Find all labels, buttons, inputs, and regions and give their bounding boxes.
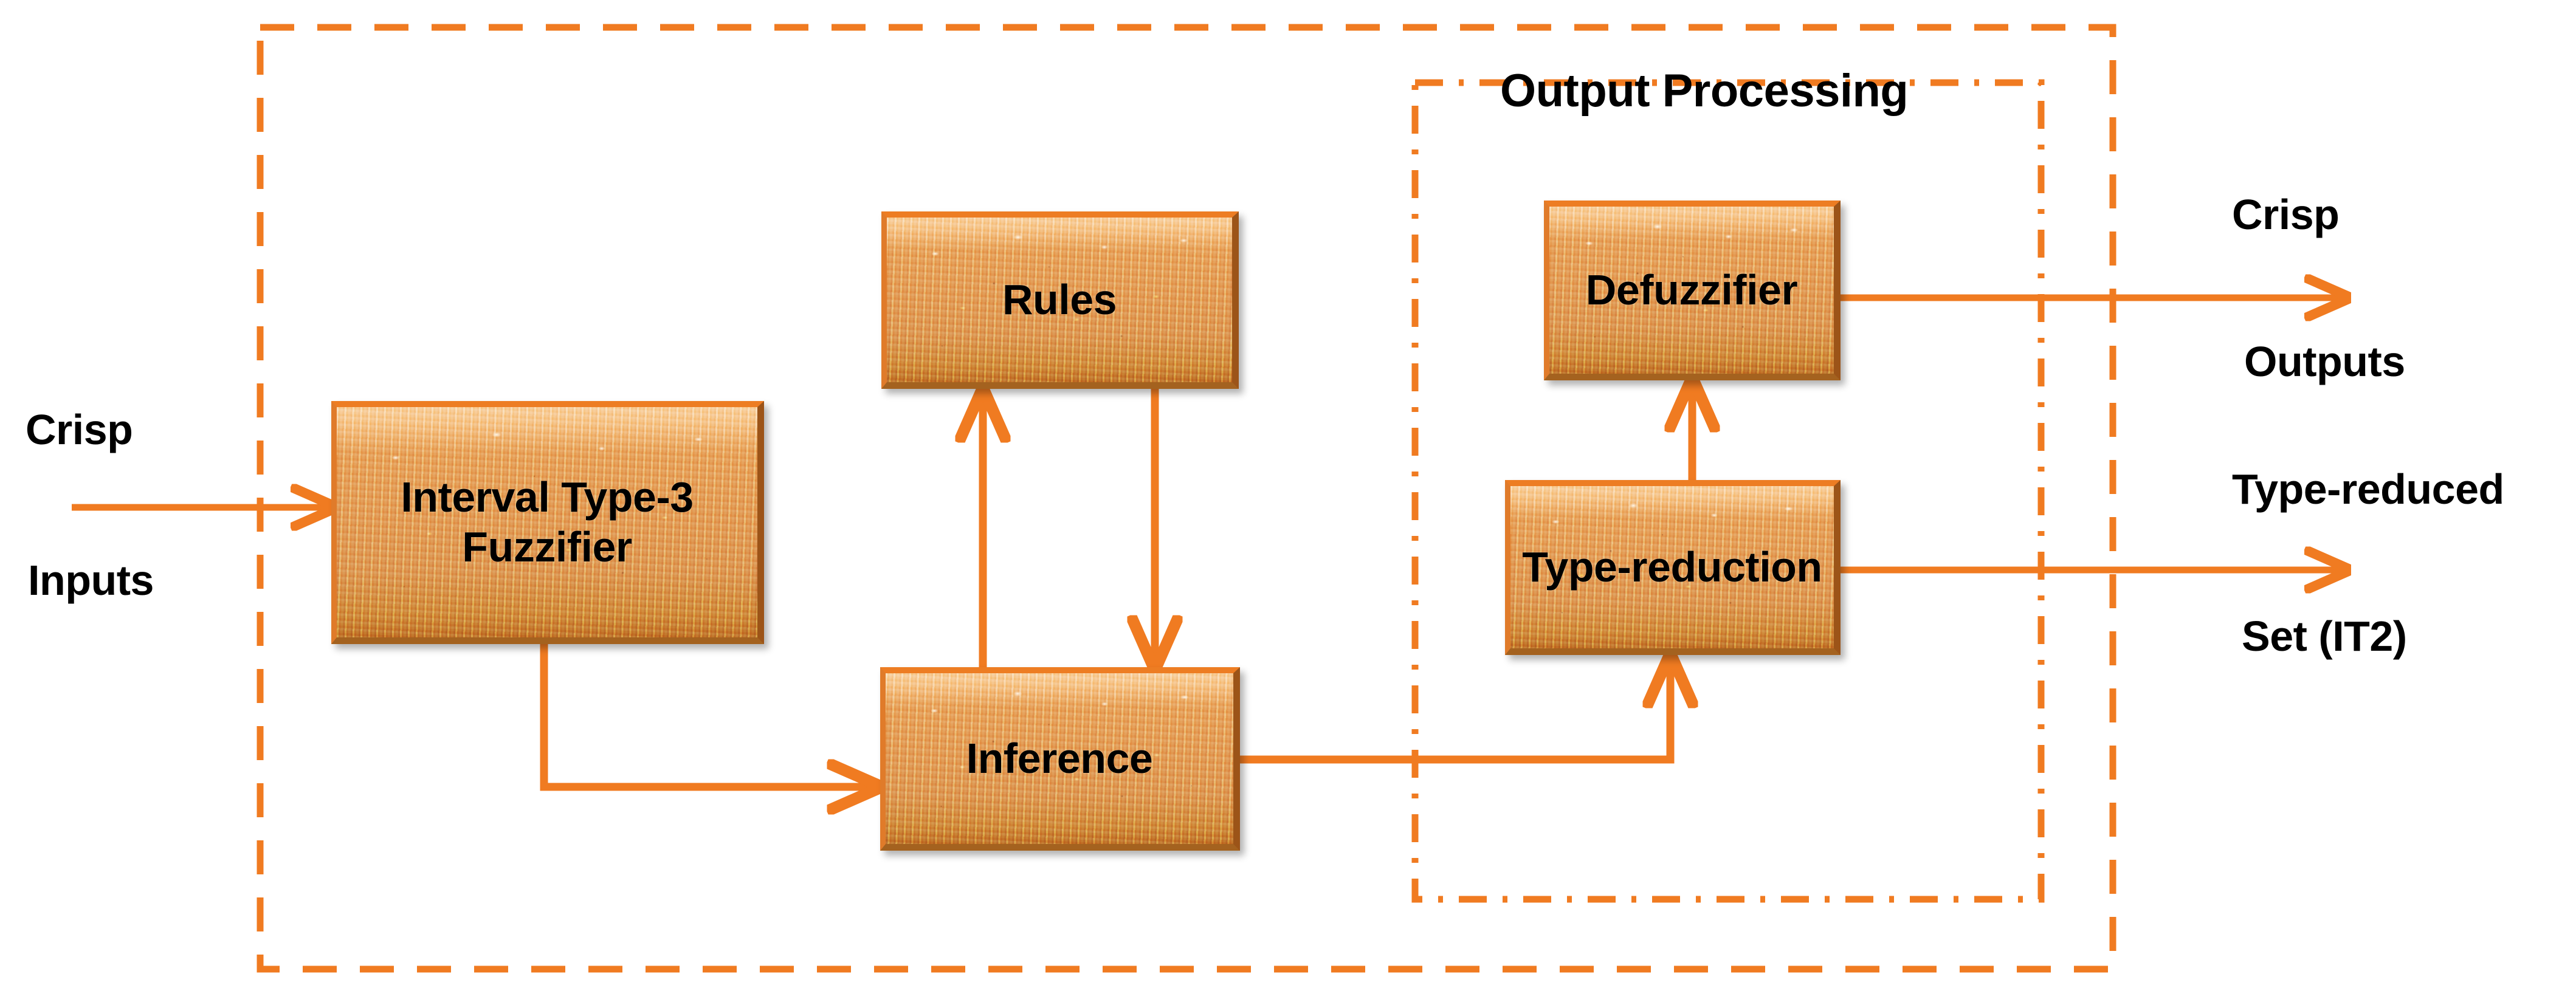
io-label-set-it2: Set (IT2)	[2242, 612, 2407, 660]
block-rules[interactable]: Rules	[881, 211, 1239, 389]
io-label-inputs: Inputs	[28, 557, 154, 604]
block-label-inference: Inference	[966, 734, 1153, 782]
output-processing-boundary	[1411, 79, 2045, 903]
io-label-outputs: Outputs	[2244, 338, 2405, 385]
arrow-inference-to-type-reduction	[1240, 657, 1670, 764]
io-label-crisp-output: Crisp	[2232, 191, 2340, 238]
block-label-type-reduction: Type-reduction	[1522, 543, 1822, 591]
system-boundary-dashed	[257, 24, 2116, 973]
block-inference[interactable]: Inference	[880, 667, 1240, 851]
block-type-reduction[interactable]: Type-reduction	[1505, 480, 1841, 655]
block-label-rules: Rules	[1002, 275, 1117, 323]
block-label-defuzzifier: Defuzzifier	[1585, 266, 1798, 314]
io-label-crisp-input: Crisp	[26, 406, 133, 453]
group-title-output-processing: Output Processing	[1500, 65, 1909, 117]
io-label-type-reduced: Type-reduced	[2232, 465, 2504, 513]
block-defuzzifier[interactable]: Defuzzifier	[1544, 201, 1841, 380]
arrow-fuzzifier-to-inference	[540, 644, 878, 787]
